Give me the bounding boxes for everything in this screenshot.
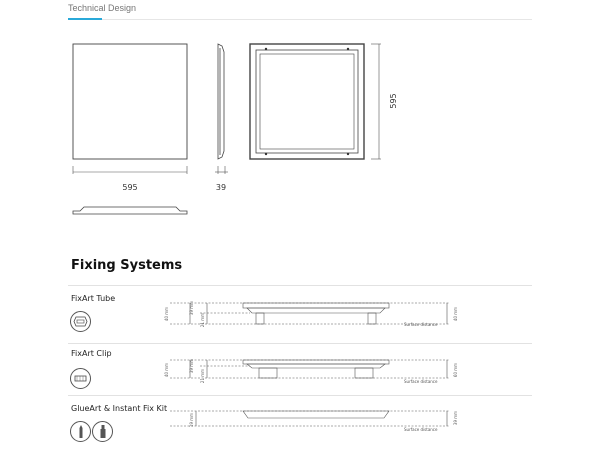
height-label: 595 xyxy=(389,93,398,108)
tab-bar: Technical Design xyxy=(68,0,532,20)
fixing-row-tube: FixArt Tube xyxy=(68,285,532,343)
clip-right-total: 60 mm xyxy=(453,363,458,377)
tab-technical-design[interactable]: Technical Design xyxy=(68,3,137,13)
clip-icon xyxy=(70,368,91,389)
section-title: Fixing Systems xyxy=(71,258,183,273)
glue-bottle-icon xyxy=(92,421,113,442)
front-view-panel xyxy=(72,43,188,160)
fixing-label-clip: FixArt Clip xyxy=(71,349,112,358)
tab-active-underline xyxy=(68,18,102,20)
side-view-panel xyxy=(217,43,225,160)
width-label: 595 xyxy=(122,183,137,192)
tube-panel-depth: 39 mm xyxy=(189,301,194,315)
top-view-profile xyxy=(72,206,188,215)
fixing-row-glue: GlueArt & Instant Fix Kit xyxy=(68,395,532,450)
fixart-clip-profile xyxy=(170,359,450,379)
tube-left-total: 40 mm xyxy=(164,307,169,321)
height-dimension xyxy=(371,43,381,160)
clip-left-total: 40 mm xyxy=(164,363,169,377)
tube-right-total: 40 mm xyxy=(453,307,458,321)
depth-dimension xyxy=(215,166,228,174)
back-view-panel xyxy=(249,43,365,160)
glue-surface-distance: Surface distance xyxy=(404,427,438,432)
tube-surface-distance: Surface distance xyxy=(404,322,438,327)
glueart-profile xyxy=(170,410,450,427)
clip-gap: 21 mm xyxy=(200,369,205,383)
fixing-label-tube: FixArt Tube xyxy=(71,294,116,303)
width-dimension xyxy=(72,166,188,174)
glue-tube-icon xyxy=(70,421,91,442)
glue-left-total: 19 mm xyxy=(189,413,194,427)
fixart-tube-profile xyxy=(170,302,450,325)
fixing-row-clip: FixArt Clip xyxy=(68,343,532,395)
fixing-label-glue: GlueArt & Instant Fix Kit xyxy=(71,404,168,413)
clip-surface-distance: Surface distance xyxy=(404,379,438,384)
glue-right-total: 39 mm xyxy=(453,411,458,425)
back-view-screws xyxy=(264,47,350,156)
clip-panel-depth: 39 mm xyxy=(189,359,194,373)
tube-gap: 21 mm xyxy=(200,313,205,327)
depth-label: 39 xyxy=(216,183,226,192)
tube-icon xyxy=(70,311,91,332)
